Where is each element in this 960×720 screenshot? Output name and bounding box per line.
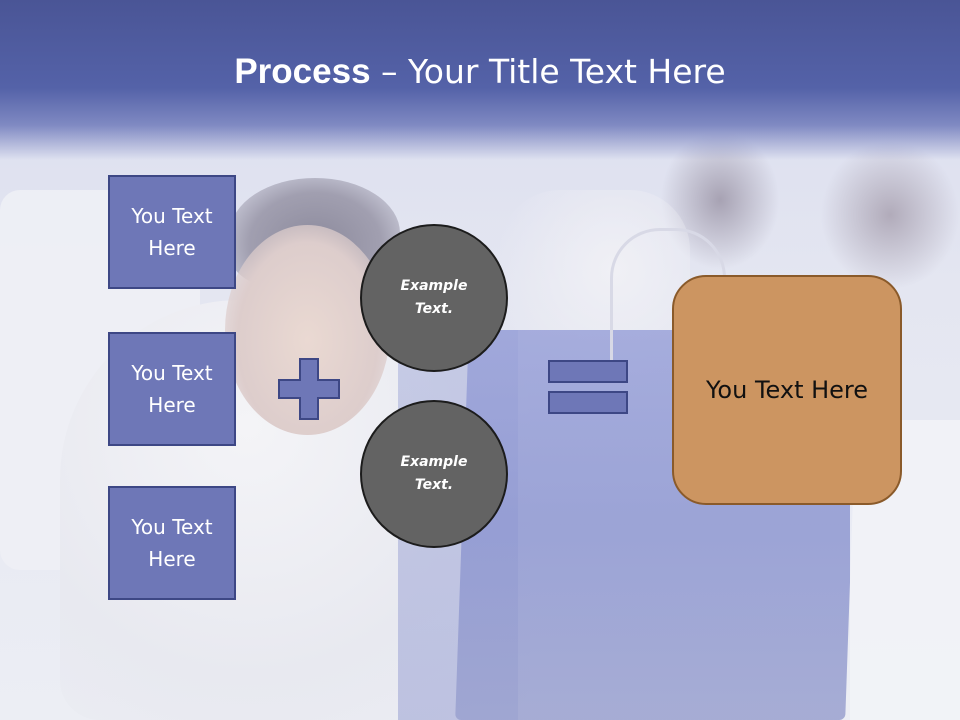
circle-label: Example Text.: [400, 278, 468, 317]
example-circle-2[interactable]: Example Text.: [360, 400, 508, 548]
example-circle-1[interactable]: Example Text.: [360, 224, 508, 372]
text-box-2[interactable]: You Text Here: [108, 332, 236, 446]
text-box-label: You Text Here: [131, 361, 213, 417]
text-box-1[interactable]: You Text Here: [108, 175, 236, 289]
text-box-3[interactable]: You Text Here: [108, 486, 236, 600]
equals-icon: [548, 360, 628, 414]
header-band: [0, 0, 960, 160]
page-title[interactable]: Process – Your Title Text Here: [0, 52, 960, 92]
text-box-label: You Text Here: [131, 515, 213, 571]
text-box-label: You Text Here: [131, 204, 213, 260]
title-rest: – Your Title Text Here: [370, 52, 726, 91]
plus-icon: [278, 358, 340, 420]
result-box[interactable]: You Text Here: [672, 275, 902, 505]
result-label: You Text Here: [705, 376, 869, 404]
circle-label: Example Text.: [400, 454, 468, 493]
title-bold: Process: [234, 52, 371, 91]
